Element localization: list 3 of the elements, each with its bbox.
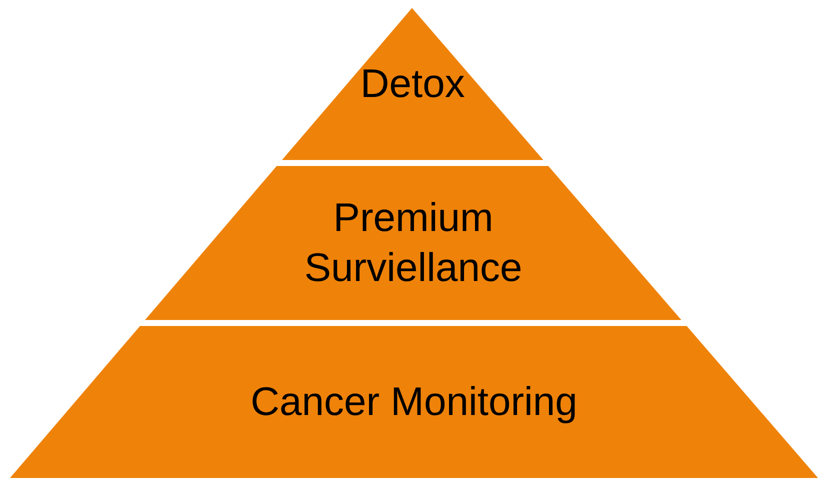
tier-label: Cancer Monitoring: [250, 379, 578, 426]
tier-label: Detox: [360, 61, 465, 108]
tier-label: Premium Surviellance: [303, 195, 524, 292]
